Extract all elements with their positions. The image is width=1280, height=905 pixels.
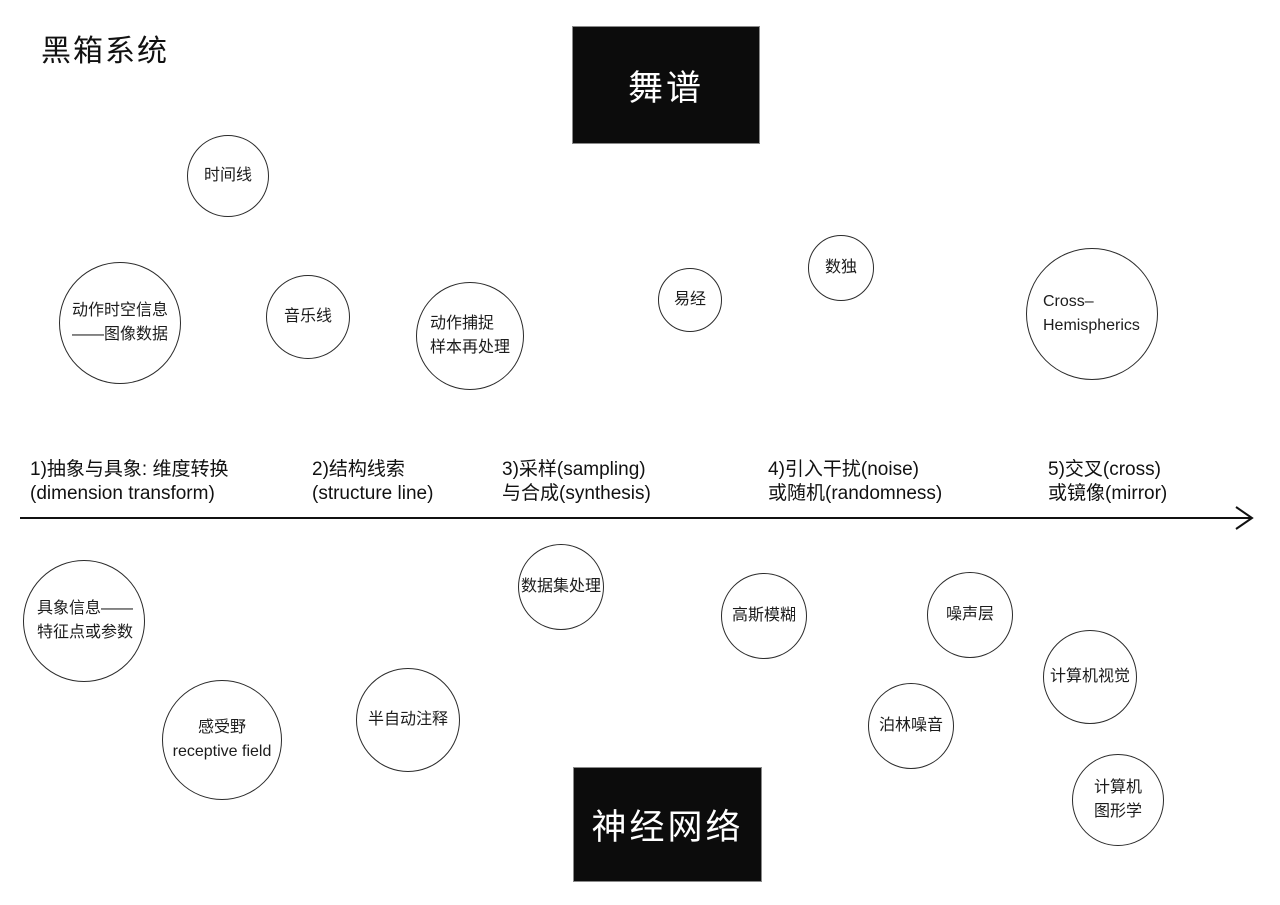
bubble-timeline: 时间线 xyxy=(187,135,269,217)
axis-stage-2: 2)结构线索 (structure line) xyxy=(312,458,433,506)
bubble-music-line: 音乐线 xyxy=(266,275,350,359)
bubble-label: Cross– xyxy=(1043,293,1094,310)
stage-line-1: 3)采样(sampling) xyxy=(502,459,646,480)
stage-line-1: 1)抽象与具象: 维度转换 xyxy=(30,459,229,480)
bubble-computer-vision: 计算机视觉 xyxy=(1043,630,1137,724)
bubble-label: 计算机 xyxy=(1093,779,1142,796)
bubble-computer-graphics: 计算机 图形学 xyxy=(1072,754,1164,846)
bubble-label: 动作捕捉 xyxy=(430,315,495,332)
bubble-label: 噪声层 xyxy=(945,606,994,623)
stage-line-2: (structure line) xyxy=(312,483,434,504)
bubble-receptive-field: 感受野 receptive field xyxy=(162,680,282,800)
stage-line-2: 或镜像(mirror) xyxy=(1048,483,1168,504)
bubble-label: 音乐线 xyxy=(283,308,332,325)
bubble-label: 感受野 xyxy=(197,719,246,736)
bubble-semi-auto-annotation: 半自动注释 xyxy=(356,668,460,772)
bubble-noise-layer: 噪声层 xyxy=(927,572,1013,658)
bottom-box-label: 神经网络 xyxy=(591,808,744,847)
axis-stage-5: 5)交叉(cross) 或镜像(mirror) xyxy=(1048,458,1167,506)
bubble-dataset-processing: 数据集处理 xyxy=(518,544,604,630)
axis-stage-3: 3)采样(sampling) 与合成(synthesis) xyxy=(502,458,651,506)
stage-line-1: 4)引入干扰(noise) xyxy=(768,459,919,480)
bubble-cross-hemispherics: Cross– Hemispherics xyxy=(1026,248,1158,380)
bubble-perlin-noise: 泊林噪音 xyxy=(868,683,954,769)
bubble-label: 动作时空信息 xyxy=(71,302,168,319)
bubble-sudoku: 数独 xyxy=(808,235,874,301)
bubble-label: Hemispherics xyxy=(1043,317,1140,334)
stage-line-1: 5)交叉(cross) xyxy=(1048,459,1161,480)
stage-line-1: 2)结构线索 xyxy=(312,459,405,480)
bubble-label: 高斯模糊 xyxy=(731,607,796,624)
axis-stage-4: 4)引入干扰(noise) 或随机(randomness) xyxy=(768,458,942,506)
bubble-label: 样本再处理 xyxy=(430,339,511,356)
bubble-label: 特征点或参数 xyxy=(37,624,134,641)
bubble-label: 图形学 xyxy=(1093,803,1142,820)
bubble-label: 具象信息—— xyxy=(37,600,134,617)
bubble-gaussian-blur: 高斯模糊 xyxy=(721,573,807,659)
bubble-label: 数据集处理 xyxy=(520,578,601,595)
bubble-label: receptive field xyxy=(172,743,272,760)
bubble-label: 半自动注释 xyxy=(367,711,448,728)
axis-stage-1: 1)抽象与具象: 维度转换 (dimension transform) xyxy=(30,458,228,506)
bubble-label: 计算机视觉 xyxy=(1049,668,1130,685)
top-box-label: 舞谱 xyxy=(627,68,704,108)
bubble-label: 数独 xyxy=(824,259,857,276)
bubble-motion-capture-resampling: 动作捕捉 样本再处理 xyxy=(416,282,524,390)
bubble-yijing: 易经 xyxy=(658,268,722,332)
stage-line-2: 与合成(synthesis) xyxy=(502,483,651,504)
top-box-dance-notation: 舞谱 xyxy=(572,26,760,144)
stage-line-2: 或随机(randomness) xyxy=(768,483,943,504)
bubble-label: ——图像数据 xyxy=(71,326,168,343)
bubble-motion-spatiotemporal-info: 动作时空信息 ——图像数据 xyxy=(59,262,181,384)
bottom-box-neural-network: 神经网络 xyxy=(573,767,762,882)
bubble-concrete-info-features: 具象信息—— 特征点或参数 xyxy=(23,560,145,682)
bubble-label: 时间线 xyxy=(203,167,252,184)
timeline-arrow xyxy=(20,506,1254,530)
bubble-label: 泊林噪音 xyxy=(878,717,943,734)
bubble-label: 易经 xyxy=(673,291,706,308)
stage-line-2: (dimension transform) xyxy=(30,483,215,504)
page-title: 黑箱系统 xyxy=(41,35,169,68)
